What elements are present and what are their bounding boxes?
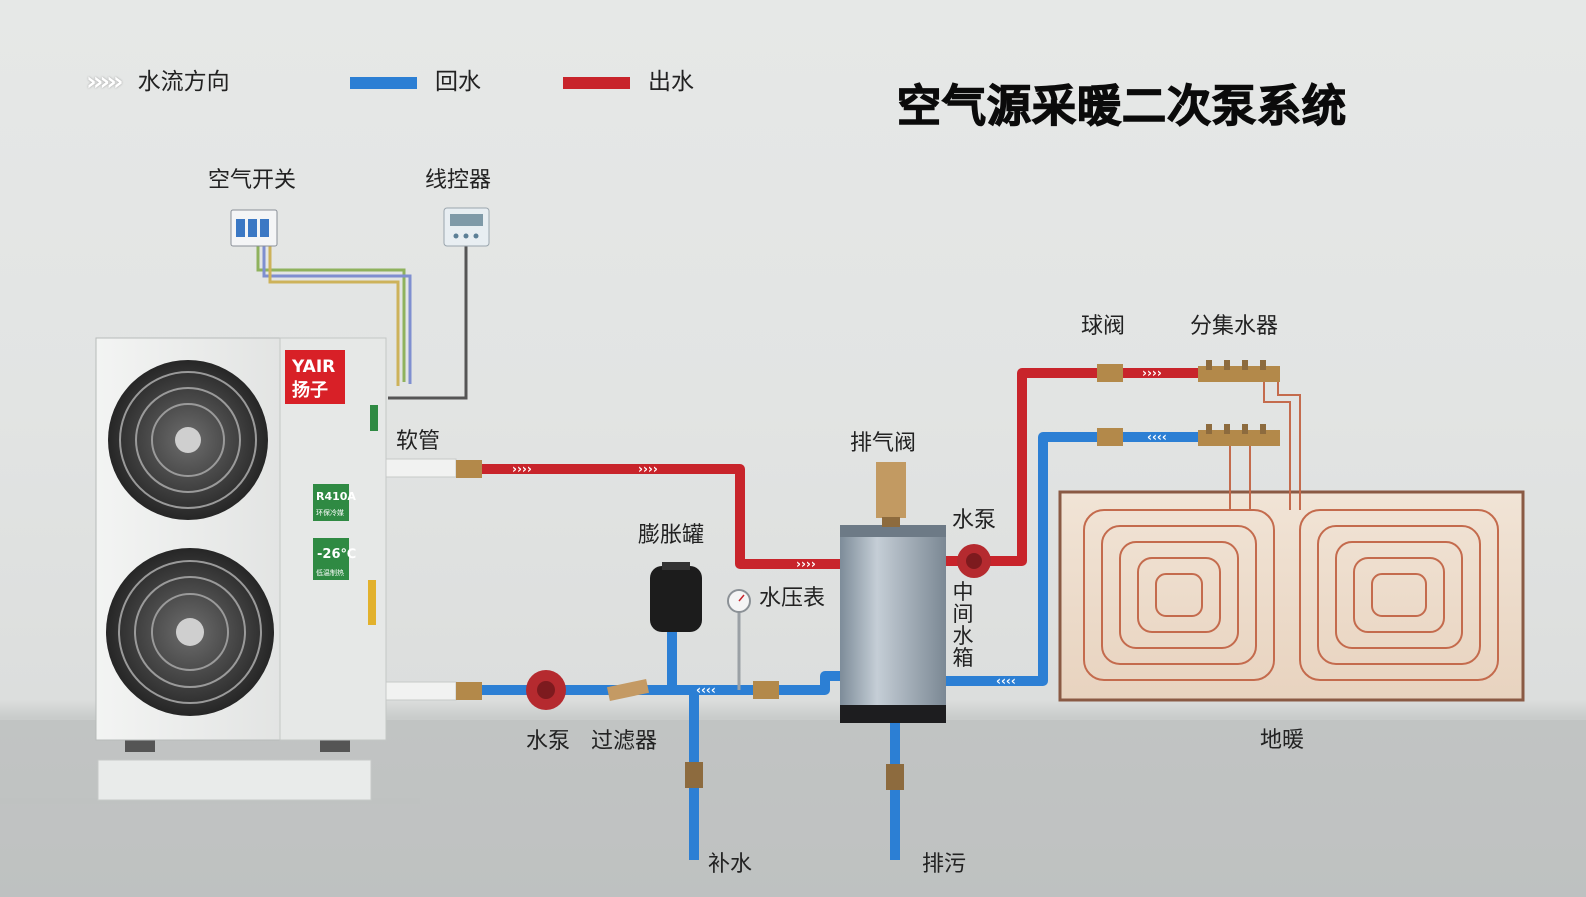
legend-return-label: 回水 <box>435 69 481 95</box>
label-manifold: 分集水器 <box>1190 314 1279 339</box>
ball-valve-icon <box>456 364 1123 790</box>
refrigerant-badge: R410A <box>316 490 356 503</box>
legend-flow-direction: ››››› 水流方向 <box>86 69 230 95</box>
svg-text:››››: ›››› <box>512 462 532 476</box>
heat-pump-unit <box>95 337 387 801</box>
temp-badge: -26℃ <box>317 547 356 562</box>
brand-latin: YAIR <box>291 357 335 377</box>
label-expansion-tank: 膨胀罐 <box>638 523 705 548</box>
buffer-tank <box>840 462 946 723</box>
svg-text:››››: ›››› <box>796 557 816 571</box>
label-wire-controller: 线控器 <box>425 168 492 193</box>
wire-controller-device <box>443 207 490 247</box>
label-buffer-tank: 中间水箱 <box>952 580 974 670</box>
label-drain: 排污 <box>922 852 967 877</box>
svg-text:‹‹‹‹: ‹‹‹‹ <box>996 674 1016 688</box>
supply-pipe-unit-to-tank <box>480 464 842 569</box>
supply-swatch <box>563 76 630 89</box>
svg-text:‹‹‹‹: ‹‹‹‹ <box>696 683 716 697</box>
legend-supply-label: 出水 <box>648 69 694 95</box>
air-switch-device <box>230 209 278 247</box>
wall-shadow <box>0 798 420 804</box>
label-water-pump-left: 水泵 <box>526 729 571 754</box>
return-pipe-tank-to-unit <box>480 671 842 695</box>
svg-text:››››: ›››› <box>638 462 658 476</box>
diagram-title: 空气源采暖二次泵系统 <box>896 81 1347 132</box>
filter-icon <box>606 678 650 702</box>
hose-top <box>385 458 457 478</box>
brand-cn: 扬子 <box>292 379 328 401</box>
manifold-icon <box>1198 360 1280 446</box>
label-pressure-gauge: 水压表 <box>759 586 826 611</box>
expansion-tank-icon <box>650 562 702 632</box>
label-floor-heating: 地暖 <box>1260 728 1305 753</box>
label-hose: 软管 <box>396 429 441 454</box>
pressure-gauge-icon <box>727 589 751 690</box>
hose-bottom <box>385 681 457 701</box>
legend-return-water: 回水 <box>350 71 481 94</box>
floor-band <box>0 720 1586 897</box>
label-filter: 过滤器 <box>591 729 658 754</box>
legend-flow-direction-label: 水流方向 <box>137 68 230 95</box>
chevron-right-icon: ››››› <box>86 67 124 97</box>
label-makeup-water: 补水 <box>708 852 753 877</box>
control-wiring <box>256 246 468 400</box>
temp-sub: 低温制热 <box>316 568 344 577</box>
svg-text:››››: ›››› <box>1142 366 1162 380</box>
air-vent-valve-icon <box>876 462 906 518</box>
legend-supply-water: 出水 <box>563 71 694 94</box>
flow-arrows: ›››› ›››› ›››› ›››› ‹‹‹‹ ‹‹‹‹ ‹‹‹‹ <box>512 366 1167 697</box>
label-water-pump-right: 水泵 <box>952 508 997 533</box>
return-swatch <box>350 76 417 89</box>
label-ball-valve: 球阀 <box>1081 314 1126 339</box>
svg-text:‹‹‹‹: ‹‹‹‹ <box>1147 430 1167 444</box>
refrigerant-sub: 环保冷媒 <box>316 508 344 517</box>
label-air-switch: 空气开关 <box>208 168 297 193</box>
label-air-vent-valve: 排气阀 <box>850 431 917 456</box>
water-pump-icon <box>526 544 991 710</box>
brand-logo <box>285 350 345 404</box>
floor-heating-panel <box>1058 373 1525 702</box>
